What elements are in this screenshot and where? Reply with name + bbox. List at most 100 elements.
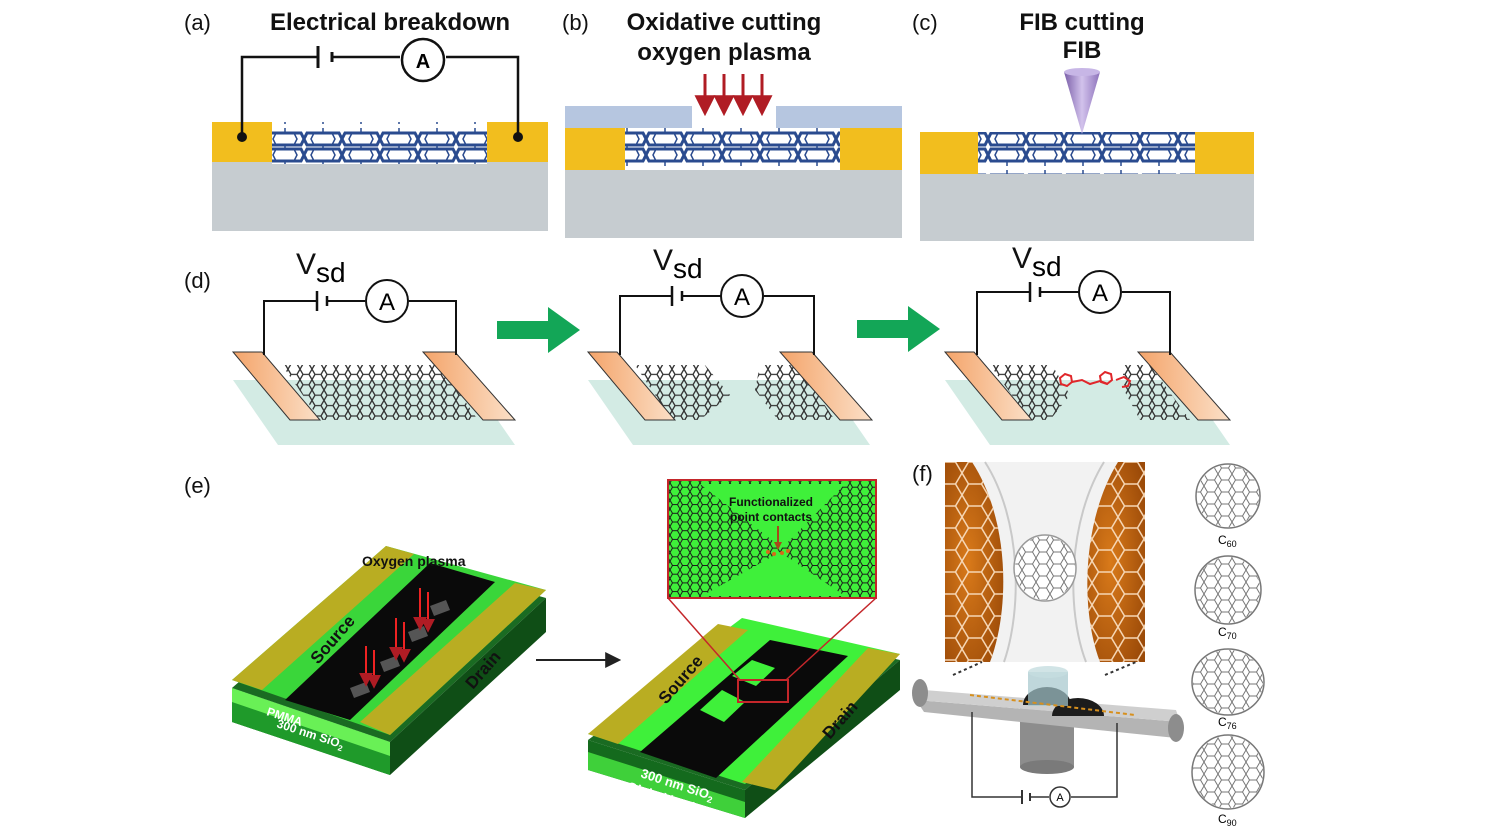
- pushing-rod-base: [1020, 760, 1074, 774]
- c76-lattice: [1193, 650, 1263, 714]
- oxygen-plasma-label: Oxygen plasma: [362, 553, 466, 569]
- vsd-label: V: [653, 244, 673, 277]
- graphene-fragment-left: [635, 365, 730, 420]
- plasma-arrows: [359, 588, 435, 689]
- fullerene-c76: C76: [1191, 648, 1265, 731]
- vsd-subscript: sd: [1032, 251, 1062, 282]
- ammeter-label: A: [1092, 280, 1108, 307]
- ammeter-label: A: [416, 51, 430, 73]
- gap-region: [700, 484, 845, 548]
- break-junction: A: [912, 666, 1184, 808]
- panel-a: (a) Electrical breakdown A: [184, 9, 548, 231]
- molecular-bridge: [1058, 370, 1132, 388]
- panel-e: (e): [184, 473, 900, 825]
- circuit-wire: [619, 295, 815, 355]
- vsd-subscript: sd: [673, 253, 703, 284]
- green-arrow-icon: [497, 307, 580, 353]
- graphene-sheet: [282, 365, 478, 420]
- source-electrode: [232, 546, 414, 690]
- circuit-wire: [263, 300, 457, 355]
- pmma-strip: [232, 688, 390, 756]
- panel-b-label: (b): [562, 10, 589, 35]
- fullerene-c60: C60: [1195, 463, 1261, 549]
- substrate: [565, 170, 902, 238]
- battery-icon: [315, 291, 329, 311]
- drain-electrode: [360, 583, 546, 735]
- plasma-arrows: [694, 74, 773, 117]
- right-electrode: [421, 351, 517, 421]
- panel-d: (d) A V sd A V sd: [184, 242, 1232, 445]
- panel-a-title: Electrical breakdown: [270, 9, 510, 36]
- ammeter-label: A: [1056, 792, 1064, 804]
- c60-label: C60: [1218, 533, 1237, 549]
- left-electrode: [943, 351, 1034, 421]
- functional-groups: [766, 549, 790, 556]
- zoom-line: [785, 597, 877, 681]
- right-electrode: [778, 351, 874, 421]
- green-arrow-icon: [857, 306, 940, 352]
- substrate-clamp: [1168, 714, 1184, 742]
- fullerene-c90: C90: [1191, 734, 1265, 828]
- ammeter-label: A: [379, 289, 395, 316]
- fullerene-lattice: [1015, 536, 1075, 600]
- nanotube-bundle: [978, 132, 1195, 174]
- ammeter-icon: [1049, 786, 1071, 808]
- inset-label-1: Functionalized: [729, 495, 813, 509]
- panel-e-label: (e): [184, 473, 211, 498]
- right-electrode: [840, 128, 902, 170]
- vsd-label: V: [1012, 242, 1032, 275]
- ammeter-label: A: [734, 284, 750, 311]
- battery-icon: [670, 286, 684, 306]
- sio2-layer: [588, 752, 745, 818]
- zoom-line: [1104, 661, 1137, 676]
- substrate: [920, 173, 1254, 241]
- panel-b-title-2: oxygen plasma: [637, 39, 811, 66]
- graphene-fragment-right: [755, 365, 835, 420]
- panel-f: (f) A: [912, 461, 1265, 828]
- left-electrode: [586, 351, 677, 421]
- substrate-clamp: [912, 679, 928, 707]
- c60-lattice: [1197, 465, 1259, 527]
- circuit-wire: [240, 55, 520, 136]
- fib-cone-top: [1064, 68, 1100, 76]
- drain-electrode: [742, 648, 900, 790]
- contact-dot: [513, 132, 523, 142]
- panel-c-title-2: FIB: [1063, 37, 1102, 64]
- zoom-line: [952, 661, 983, 676]
- fib-cone-icon: [1064, 72, 1100, 134]
- zoom-line: [667, 597, 741, 681]
- sio2-layer: [232, 700, 390, 775]
- gap-region: [702, 552, 845, 596]
- substrate: [212, 161, 548, 231]
- cnt-gap-view: [945, 461, 1145, 663]
- graphene-fragment-right: [1122, 365, 1190, 420]
- source-electrode: [588, 624, 748, 744]
- c90-label: C90: [1218, 812, 1237, 828]
- left-electrode: [565, 128, 625, 170]
- panel-d-label: (d): [184, 268, 211, 293]
- panel-c-title-1: FIB cutting: [1019, 9, 1144, 36]
- pmma-layer: [776, 106, 902, 128]
- flexible-substrate: [916, 700, 1180, 738]
- cnt-lattice-right: [1087, 462, 1145, 662]
- battery-icon: [1021, 790, 1031, 804]
- battery-icon: [316, 46, 334, 68]
- left-electrode: [920, 132, 978, 174]
- ammeter-icon: [1078, 270, 1122, 314]
- graphene-stage-1: A V sd: [231, 248, 517, 445]
- ammeter-icon: [720, 274, 764, 318]
- back-gate-side: [390, 598, 546, 775]
- nanotube-bundle: [625, 128, 840, 170]
- contact-dot: [237, 132, 247, 142]
- cnt-lattice-left: [945, 462, 1004, 662]
- panel-c-label: (c): [912, 10, 938, 35]
- ammeter-icon: [365, 279, 409, 323]
- right-electrode: [1195, 132, 1254, 174]
- inset-point-contacts: Functionalized point contacts: [667, 479, 877, 599]
- channel-region: [640, 640, 848, 778]
- inset-frame: [667, 479, 877, 599]
- panel-a-label: (a): [184, 10, 211, 35]
- panel-c: (c) FIB cutting FIB: [912, 9, 1254, 241]
- graphene-constriction: [700, 690, 745, 722]
- panel-b: (b) Oxidative cutting oxygen plasma: [562, 9, 902, 238]
